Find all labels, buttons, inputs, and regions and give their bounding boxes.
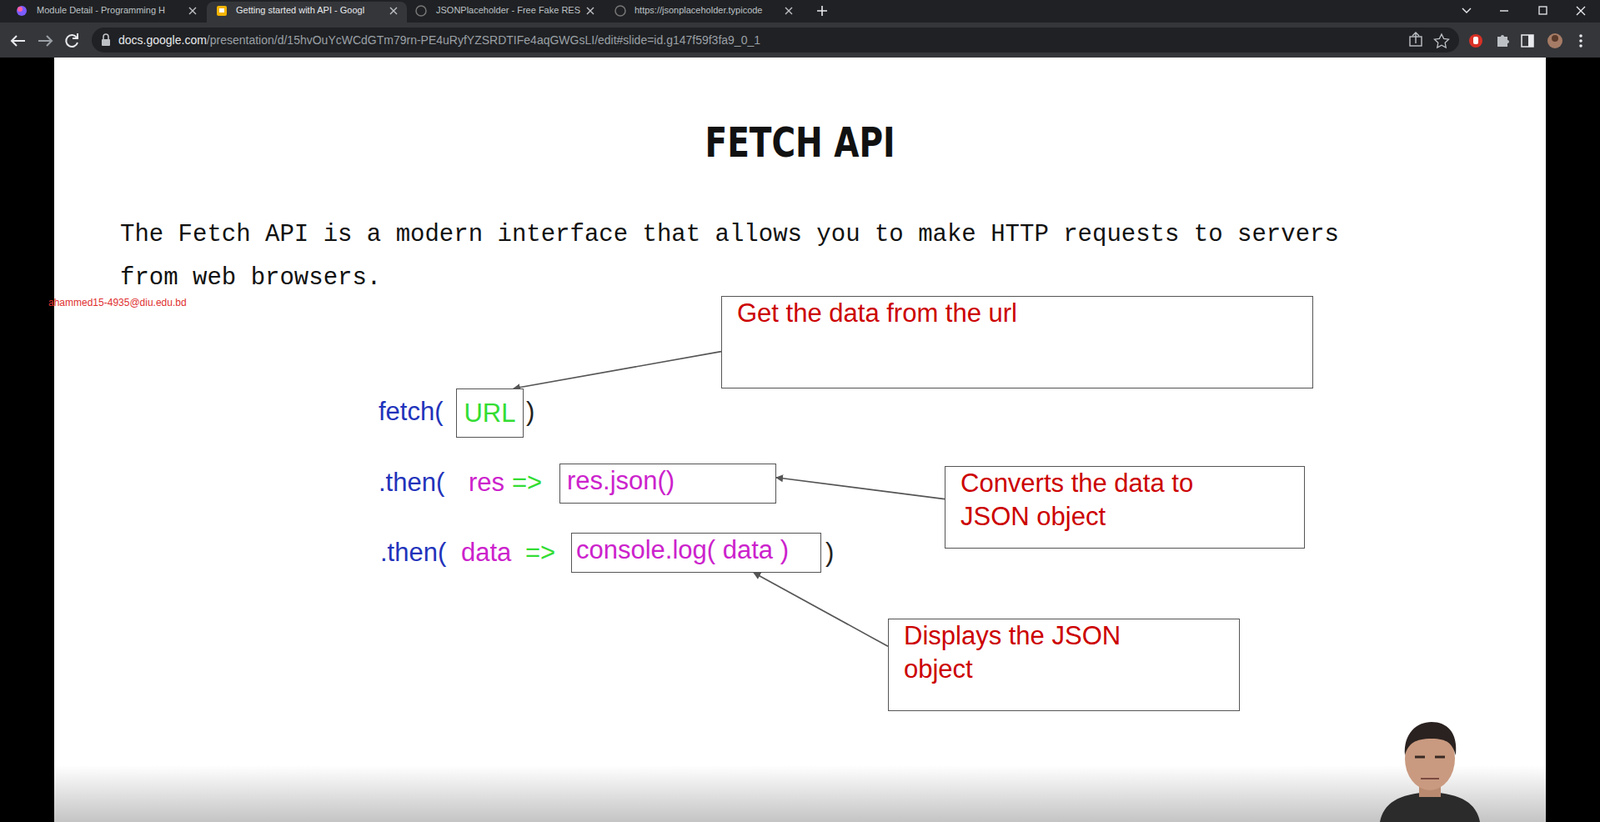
slide-title: FETCH API <box>175 117 1425 168</box>
code-token: .then( <box>378 467 445 498</box>
tab-title: Getting started with API - Googl <box>235 5 365 16</box>
callout-text: Get the data from the url <box>737 296 1018 331</box>
tab-close-icon <box>187 5 198 16</box>
code-token: ) <box>825 537 834 568</box>
leader-arrow <box>776 477 945 500</box>
callout-box: Get the data from the url <box>721 295 1314 389</box>
tab-title: Module Detail - Programming H <box>36 5 166 16</box>
code-box: URL <box>456 388 524 438</box>
slide-bottom-shade <box>54 765 1546 822</box>
leader-arrow <box>753 572 888 647</box>
callout-box: Displays the JSON object <box>887 618 1240 712</box>
code-text: console.log( data ) <box>576 533 789 567</box>
code-box: res.json() <box>559 463 777 504</box>
code-token: fetch( <box>378 396 444 427</box>
code-token: .then( <box>380 537 447 568</box>
tab-close-icon <box>783 5 794 16</box>
watermark: ahammed15-4935@diu.edu.bd <box>48 296 187 309</box>
code-token: ) <box>526 396 535 427</box>
slide <box>54 57 1546 822</box>
code-token: res <box>468 467 505 498</box>
webcam-presenter <box>1375 715 1485 822</box>
code-box: console.log( data ) <box>571 532 822 573</box>
slide-text: The Fetch API is a modern interface that… <box>120 213 1388 301</box>
url-path: /presentation/d/15hvOuYcWCdGTm79rn-PE4uR… <box>206 33 761 47</box>
leader-arrow <box>513 351 722 389</box>
tab-close-icon <box>585 5 596 16</box>
url-host: docs.google.com <box>118 33 207 47</box>
callout-box: Converts the data to JSON object <box>944 466 1305 549</box>
code-token: => <box>511 467 542 498</box>
code-text: URL <box>463 396 516 431</box>
tab-title: https://jsonplaceholder.typicode <box>634 5 763 16</box>
callout-text: Displays the JSON object <box>903 619 1171 687</box>
tab-close-icon <box>388 5 399 16</box>
code-text: res.json() <box>566 464 675 498</box>
code-token: data <box>461 537 512 568</box>
tab-title: JSONPlaceholder - Free Fake RES <box>436 5 581 16</box>
callout-text: Converts the data to JSON object <box>960 466 1244 534</box>
code-token: => <box>525 537 556 568</box>
